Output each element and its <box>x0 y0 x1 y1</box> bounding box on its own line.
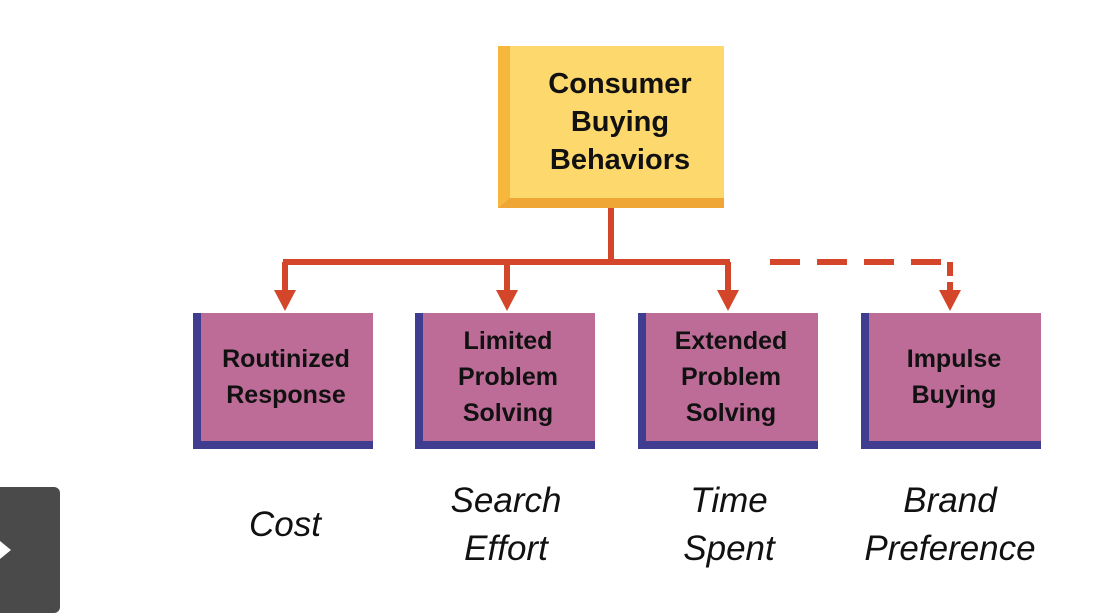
caption-search-effort: Search Effort <box>450 481 562 568</box>
node-limited-problem-solving: Limited Problem Solving <box>415 313 595 449</box>
arrow-head-impulse <box>939 290 961 311</box>
root-node: Consumer Buying Behaviors <box>498 46 724 208</box>
node-impulse-buying: Impulse Buying <box>861 313 1041 449</box>
node-routinized-response-label: Routinized Response <box>222 345 350 409</box>
play-icon <box>0 541 11 559</box>
arrow-head-limited <box>496 290 518 311</box>
node-limited-problem-solving-label: Limited Problem Solving <box>457 327 559 427</box>
caption-cost: Cost <box>249 505 321 544</box>
node-extended-problem-solving-label: Extended Problem Solving <box>674 327 788 427</box>
caption-brand-preference: Brand Preference <box>864 481 1036 568</box>
play-button[interactable] <box>0 487 60 613</box>
arrow-head-extended <box>717 290 739 311</box>
arrow-head-routinized <box>274 290 296 311</box>
root-node-label: Consumer Buying Behaviors <box>548 68 692 176</box>
node-routinized-response: Routinized Response <box>193 313 373 449</box>
caption-time-spent: Time Spent <box>683 481 775 568</box>
node-impulse-buying-label: Impulse Buying <box>906 345 1002 409</box>
node-extended-problem-solving: Extended Problem Solving <box>638 313 818 449</box>
